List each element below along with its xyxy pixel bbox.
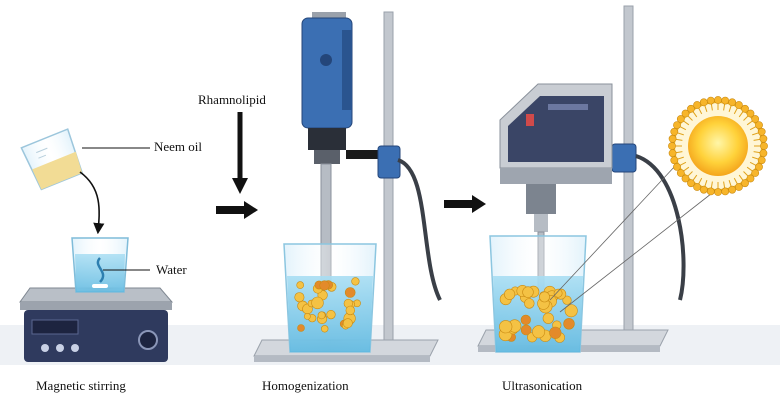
oil-droplet bbox=[296, 281, 305, 289]
surfactant-head bbox=[755, 162, 763, 171]
surfactant-head bbox=[741, 179, 749, 188]
caption-ultrasonication: Ultrasonication bbox=[502, 378, 583, 393]
oil-droplet bbox=[542, 312, 554, 324]
surfactant-head bbox=[755, 121, 763, 129]
surfactant-head bbox=[751, 115, 760, 123]
surfactant-head bbox=[735, 101, 743, 109]
oil-droplet bbox=[499, 320, 513, 334]
step2-to-step3-arrow bbox=[444, 200, 474, 208]
water-beaker bbox=[71, 237, 129, 293]
water-label: Water bbox=[156, 262, 187, 277]
oil-droplet bbox=[303, 312, 311, 320]
surfactant-head bbox=[668, 134, 677, 143]
homogenizer bbox=[301, 12, 353, 285]
oil-droplet bbox=[342, 318, 353, 329]
rhamnolipid-arrowhead bbox=[232, 178, 248, 194]
surfactant-head bbox=[676, 169, 685, 177]
oil-droplet bbox=[326, 310, 336, 320]
surfactant-head bbox=[681, 174, 690, 183]
emulsion-droplets-ultrasonication bbox=[498, 284, 578, 343]
surfactant-head bbox=[668, 142, 676, 150]
caption-magnetic-stirring: Magnetic stirring bbox=[36, 378, 126, 393]
surfactant-head bbox=[693, 183, 701, 191]
surfactant-head bbox=[673, 162, 681, 171]
surfactant-head bbox=[746, 174, 755, 183]
oil-droplet bbox=[564, 304, 578, 318]
oil-droplet bbox=[522, 286, 534, 298]
surfactant-head bbox=[757, 127, 766, 136]
surfactant-head bbox=[759, 149, 768, 158]
oil-droplet bbox=[539, 291, 550, 303]
surfactant-head bbox=[693, 101, 701, 109]
surfactant-head bbox=[699, 98, 708, 107]
surfactant-head bbox=[706, 96, 715, 105]
step1-to-step2-arrow bbox=[216, 206, 246, 214]
zoom-line-top bbox=[549, 149, 691, 301]
homogenizer-stand bbox=[253, 11, 442, 362]
surfactant-head bbox=[751, 169, 760, 177]
magnetic-stirrer bbox=[19, 287, 174, 362]
oil-droplet bbox=[563, 318, 575, 330]
nanoemulsion-droplet-icon bbox=[668, 96, 768, 196]
emulsion-droplets-homogenization bbox=[294, 277, 361, 333]
surfactant-head bbox=[741, 104, 749, 113]
surfactant-head bbox=[714, 188, 722, 196]
surfactant-head bbox=[676, 115, 685, 123]
surfactant-head bbox=[670, 156, 679, 165]
surfactant-head bbox=[670, 127, 679, 136]
surfactant-head bbox=[760, 142, 768, 150]
oil-droplet bbox=[294, 292, 305, 303]
oil-droplet bbox=[319, 280, 330, 291]
surfactant-head bbox=[721, 96, 730, 105]
surfactant-head bbox=[757, 156, 766, 165]
surfactant-head bbox=[699, 185, 708, 194]
oil-droplet bbox=[549, 326, 562, 339]
oil-droplet bbox=[504, 288, 516, 300]
surfactant-head bbox=[681, 109, 690, 118]
oil-droplet bbox=[321, 325, 329, 333]
surfactant-head bbox=[668, 149, 677, 158]
surfactant-head bbox=[759, 134, 768, 143]
oil-droplet bbox=[311, 296, 324, 310]
oil-droplet bbox=[345, 305, 355, 316]
surfactant-head bbox=[728, 185, 737, 194]
oil-droplet bbox=[520, 314, 531, 326]
step2-to-step3-arrowhead bbox=[472, 195, 486, 213]
surfactant-head bbox=[687, 179, 695, 188]
rhamnolipid-label: Rhamnolipid bbox=[198, 92, 266, 107]
oil-droplet bbox=[344, 287, 356, 298]
oil-droplet bbox=[562, 295, 572, 305]
neem-oil-label: Neem oil bbox=[154, 139, 203, 154]
oil-droplet bbox=[520, 324, 532, 336]
pour-arrow bbox=[79, 171, 105, 235]
step1-to-step2-arrowhead bbox=[244, 201, 258, 219]
surfactant-head bbox=[746, 109, 755, 118]
zoom-line-bottom bbox=[559, 189, 717, 313]
surfactant-head bbox=[728, 98, 737, 107]
surfactant-head bbox=[721, 187, 730, 196]
pouring-beaker bbox=[20, 128, 84, 191]
oil-droplet bbox=[524, 298, 535, 309]
surfactant-head bbox=[673, 121, 681, 129]
oil-droplet bbox=[297, 324, 305, 332]
oil-droplet bbox=[553, 288, 563, 298]
surfactant-head bbox=[735, 183, 743, 191]
surfactant-head bbox=[687, 104, 695, 113]
surfactant-head bbox=[714, 96, 722, 104]
oil-droplet bbox=[532, 325, 546, 339]
oil-droplet bbox=[351, 277, 360, 286]
caption-homogenization: Homogenization bbox=[262, 378, 349, 393]
oil-droplet bbox=[317, 311, 326, 320]
surfactant-head bbox=[706, 187, 715, 196]
